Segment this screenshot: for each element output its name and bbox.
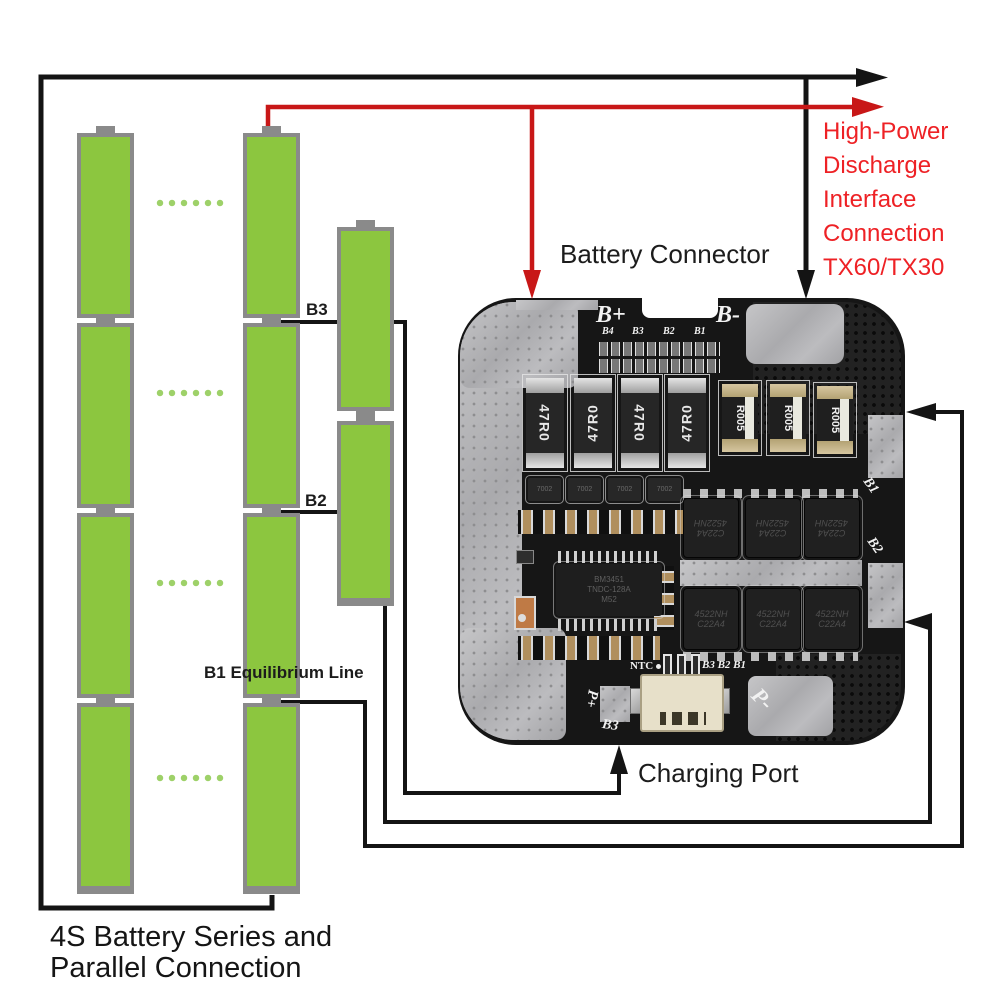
pcb-label-b4: B4 xyxy=(602,326,614,337)
parallel-dots xyxy=(156,774,228,782)
bms-pcb-board: B+ B- B4 B3 B2 B1 B1 B2 P- P+ B3 47R0 47… xyxy=(458,298,905,745)
pcb-pplus-pad xyxy=(600,686,630,722)
arrow-up-black xyxy=(610,745,628,774)
battery-terminal-tab xyxy=(262,506,281,515)
arrow-left-black xyxy=(904,613,932,631)
pack-positive-wire xyxy=(265,104,854,132)
pcb-label-b2: B2 xyxy=(663,326,675,337)
pcb-label-ntc: NTC xyxy=(630,660,654,672)
ntc-dot xyxy=(656,664,661,669)
ic-pin-row xyxy=(556,551,662,563)
sense-resistor: R005 xyxy=(766,380,810,456)
ic-pin-row xyxy=(556,619,662,631)
battery-cell xyxy=(77,323,134,508)
arrow-down-red xyxy=(523,270,541,299)
smd-component-row xyxy=(518,510,696,534)
pack-negative-wire xyxy=(38,74,858,911)
battery-terminal-tab xyxy=(262,696,281,705)
battery-terminal-tab xyxy=(262,316,281,325)
label-charging-port: Charging Port xyxy=(638,758,799,788)
battery-terminal-tab xyxy=(96,126,115,134)
battery-cell xyxy=(243,323,300,508)
battery-terminal-tab xyxy=(96,506,115,515)
label-b1-equilibrium: B1 Equilibrium Line xyxy=(204,663,364,682)
silkscreen-dot xyxy=(518,614,526,622)
battery-terminal-tab xyxy=(356,220,375,228)
battery-cell xyxy=(77,513,134,698)
smd-component-row xyxy=(518,636,660,660)
pcb-label-b1: B1 xyxy=(694,326,706,337)
arrow-left-black xyxy=(906,403,936,421)
pcb-b1-edge-pad xyxy=(868,415,903,478)
pcb-balance-pad-row xyxy=(598,342,720,356)
shunt-resistor: 47R0 xyxy=(522,374,568,472)
arrow-down-black xyxy=(797,270,815,299)
battery-cell xyxy=(77,133,134,318)
pcb-label-b-minus: B- xyxy=(716,302,740,328)
parallel-dots xyxy=(156,579,228,587)
battery-terminal-tab xyxy=(356,411,375,421)
battery-cell xyxy=(243,513,300,698)
b1-equilibrium-wire xyxy=(270,410,964,848)
parallel-dots xyxy=(156,199,228,207)
pcb-pminus-pad xyxy=(748,676,833,736)
battery-cell xyxy=(77,703,134,894)
shunt-resistor: 47R0 xyxy=(570,374,616,472)
pcb-label-b3: B3 xyxy=(632,326,644,337)
shunt-resistor: 47R0 xyxy=(664,374,710,472)
label-discharge-interface: High-Power Discharge Interface Connectio… xyxy=(823,118,949,281)
pcb-label-balance-row: B3 B2 B1 xyxy=(702,659,747,671)
battery-terminal-tab xyxy=(96,696,115,705)
pcb-top-tinned-strip xyxy=(516,300,598,310)
label-caption: 4S Battery Series and Parallel Connectio… xyxy=(50,921,333,984)
battery-terminal-tab xyxy=(96,316,115,325)
label-b3: B3 xyxy=(306,300,328,319)
sense-resistor: R005 xyxy=(718,380,762,456)
pcb-bminus-pad xyxy=(746,304,844,364)
pcb-topleft-tinned-corner xyxy=(460,302,578,388)
mosfet-pads xyxy=(683,489,858,498)
label-battery-connector: Battery Connector xyxy=(560,239,770,269)
pcb-top-edge-notch xyxy=(642,298,718,318)
pcb-b2-edge-pad xyxy=(868,563,903,628)
transistor-7002: 7002 xyxy=(645,475,684,504)
charging-connector xyxy=(640,674,724,732)
battery-terminal-tab xyxy=(262,126,281,134)
label-b2: B2 xyxy=(305,491,327,510)
arrow-right-red xyxy=(852,97,884,117)
battery-cell xyxy=(337,421,394,606)
battery-cell xyxy=(337,227,394,411)
parallel-dots xyxy=(156,389,228,397)
pcb-label-b-plus: B+ xyxy=(596,302,626,328)
sense-resistor: R005 xyxy=(813,382,857,458)
shunt-resistor: 47R0 xyxy=(617,374,663,472)
transistor-7002: 7002 xyxy=(525,475,564,504)
battery-cell xyxy=(243,133,300,318)
mosfet-pads xyxy=(683,652,858,661)
b3-balance-wire xyxy=(268,320,621,795)
smd-component xyxy=(516,550,534,564)
pcb-balance-pad-row xyxy=(598,359,720,373)
arrow-right-black xyxy=(856,68,888,87)
transistor-7002: 7002 xyxy=(605,475,644,504)
battery-cell xyxy=(243,703,300,894)
transistor-7002: 7002 xyxy=(565,475,604,504)
mosfet-drain-strip xyxy=(680,560,862,586)
